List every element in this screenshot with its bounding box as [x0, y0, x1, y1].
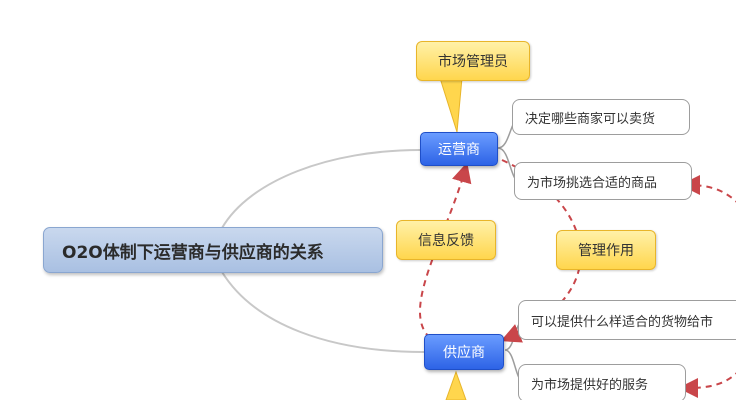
operator-leaf-1[interactable]: 决定哪些商家可以卖货 [512, 99, 690, 135]
arrow-feedback [419, 162, 472, 339]
connector-root-supplier [221, 271, 425, 353]
callout-pointer-bottom [445, 370, 467, 400]
callout-pointer [439, 77, 463, 133]
supplier-node[interactable]: 供应商 [424, 334, 504, 370]
operator-leaf-2[interactable]: 为市场挑选合适的商品 [514, 162, 692, 200]
label-management[interactable]: 管理作用 [556, 230, 656, 270]
operator-node[interactable]: 运营商 [420, 132, 498, 166]
supplier-leaf-1[interactable]: 可以提供什么样适合的货物给市 [518, 300, 736, 340]
supplier-leaf-2[interactable]: 为市场提供好的服务 [518, 364, 686, 400]
arrow-right-top [680, 175, 736, 203]
label-info-feedback[interactable]: 信息反馈 [396, 220, 496, 260]
connector-root-operator [221, 149, 421, 229]
callout-market-admin[interactable]: 市场管理员 [416, 41, 530, 81]
root-topic[interactable]: O2O体制下运营商与供应商的关系 [43, 227, 383, 273]
arrow-right-bottom [678, 372, 736, 398]
